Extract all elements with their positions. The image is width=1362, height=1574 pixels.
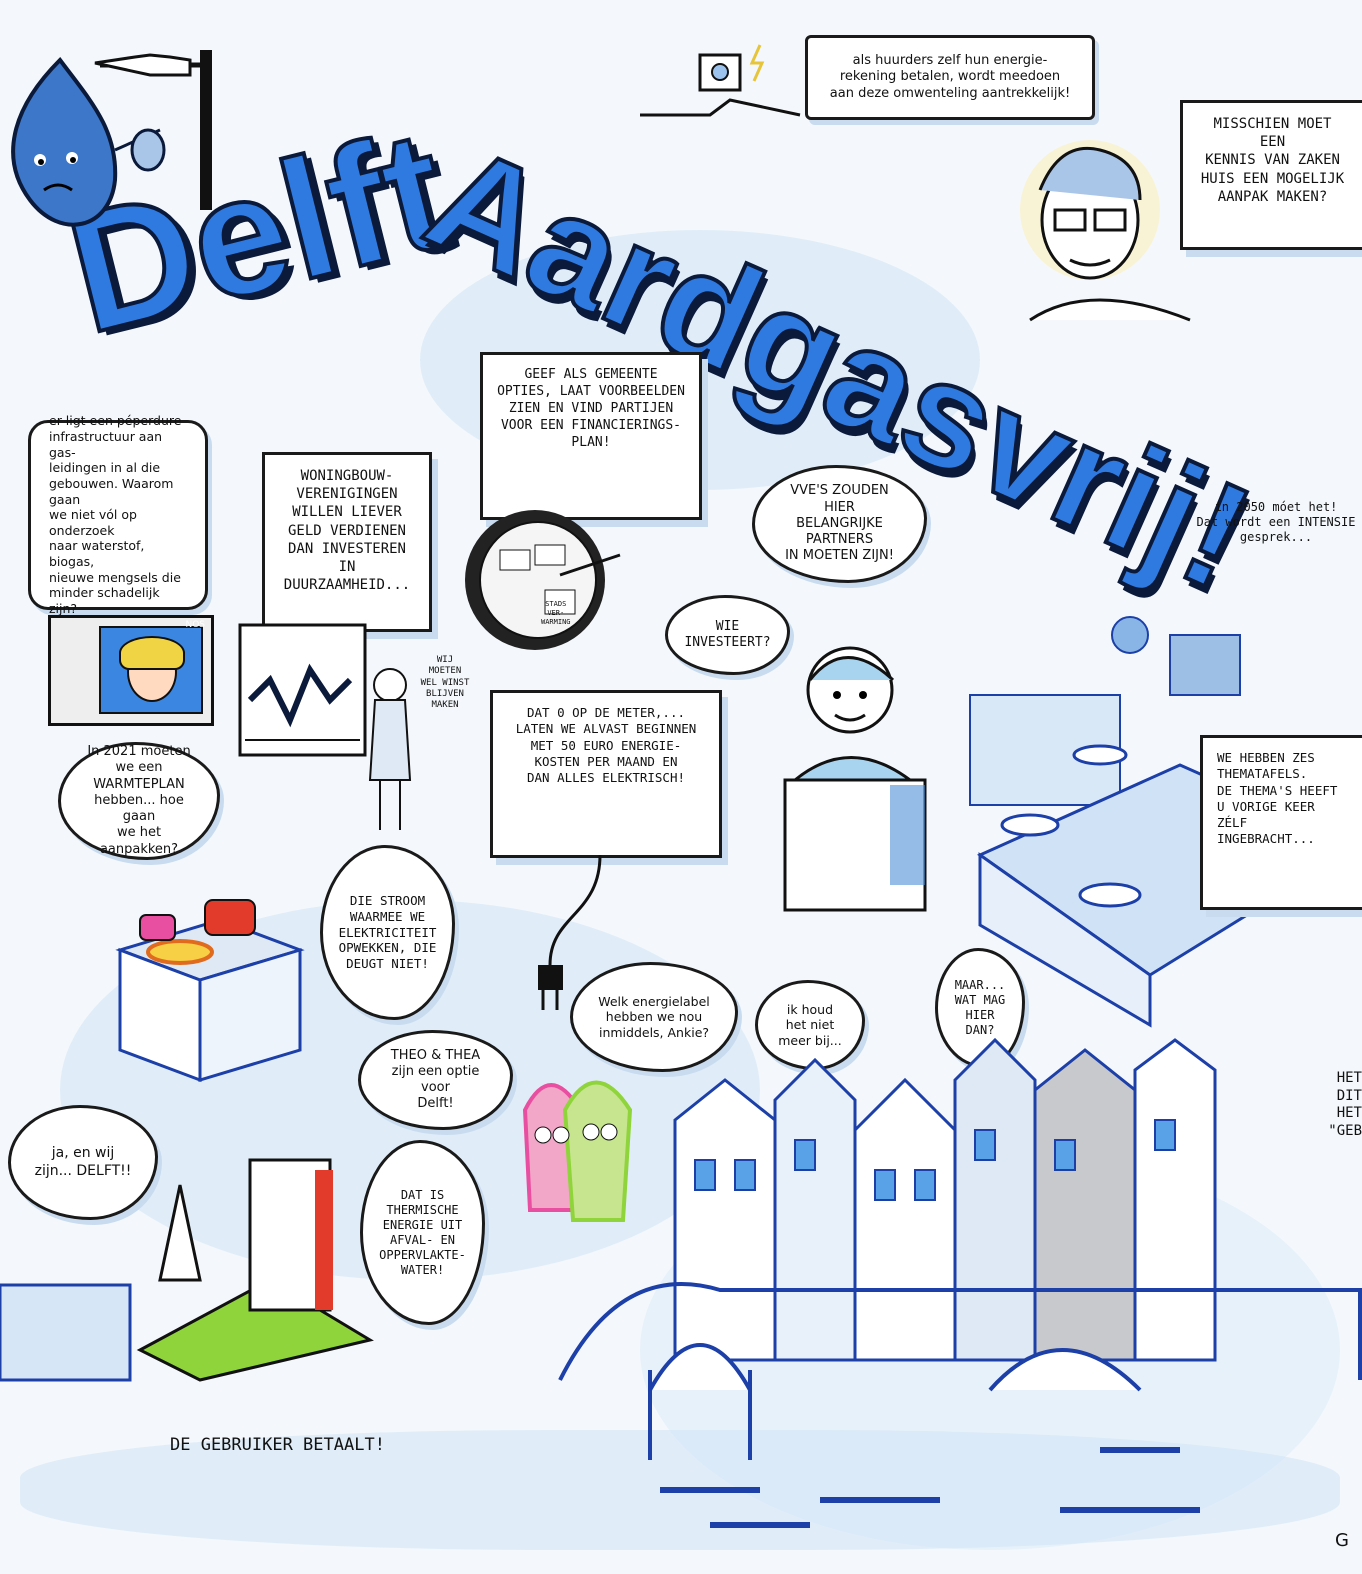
stove-icon bbox=[115, 899, 305, 1083]
bubble-thermische: DAT IS THERMISCHE ENERGIE UIT AFVAL- EN … bbox=[360, 1140, 485, 1325]
bubble-wie: WIE INVESTEERT? bbox=[665, 595, 790, 675]
man-character-icon bbox=[1020, 140, 1191, 322]
bubble-stroom: DIE STROOM WAARMEE WE ELEKTRICITEIT OPWE… bbox=[320, 845, 455, 1020]
dartboard-icon bbox=[465, 510, 621, 650]
box-gemeente: GEEF ALS GEMEENTE OPTIES, LAAT VOORBEELD… bbox=[480, 352, 702, 520]
bubble-theo: THEO & THEA zijn een optie voor Delft! bbox=[358, 1030, 513, 1130]
bubble-delft: ja, en wij zijn... DELFT!! bbox=[8, 1105, 158, 1220]
box-meter: DAT 0 OP DE METER,... LATEN WE ALVAST BE… bbox=[490, 690, 722, 858]
note-in2050: in 2050 móet het! Dat wordt een INTENSIE… bbox=[1196, 500, 1356, 544]
artist-signature: G bbox=[1335, 1530, 1349, 1551]
theo-thea-characters-icon bbox=[522, 1080, 633, 1222]
bridge-icon bbox=[558, 1282, 1362, 1528]
pointing-hand-icon bbox=[94, 53, 192, 77]
business-woman-icon bbox=[368, 668, 412, 830]
nos-label: NOS bbox=[185, 620, 205, 630]
bubble-infrastructuur: er ligt een péperdure infrastructuur aan… bbox=[28, 413, 208, 616]
tea-cup-icon bbox=[1078, 882, 1142, 908]
tea-cup-icon bbox=[1072, 744, 1128, 766]
plug-icon bbox=[640, 44, 801, 117]
note-winst: Wij MOETEN WEL WINST BLIJVEN MAKEN bbox=[420, 655, 470, 710]
presenter-hair bbox=[119, 636, 185, 670]
power-cord-icon bbox=[538, 854, 602, 1010]
tea-cup-icon bbox=[1000, 813, 1060, 837]
bubble-huurders: als huurders zelf hun energie- rekening … bbox=[805, 35, 1095, 120]
bubble-energielabel: Welk energielabel hebben we nou inmiddel… bbox=[570, 962, 738, 1072]
woman-at-counter-icon bbox=[783, 646, 927, 912]
box-thematafels: WE HEBBEN ZES THEMATAFELS. DE THEMA'S HE… bbox=[1200, 735, 1362, 910]
tv-screen bbox=[99, 626, 203, 714]
chart-board-illustration bbox=[238, 623, 367, 757]
label-stadsverwarming: STADS VER- WARMING bbox=[541, 600, 571, 626]
canal-houses-icon bbox=[673, 1037, 1217, 1362]
bubble-vves: VVE'S ZOUDEN HIER BELANGRIJKE PARTNERS I… bbox=[752, 465, 927, 583]
box-misschien: MISSCHIEN MOET EEN KENNIS VAN ZAKEN HUIS… bbox=[1180, 100, 1362, 250]
tv-news-illustration: NOS bbox=[48, 615, 214, 726]
bubble-het-partial: HET DIT HET "GEB bbox=[1328, 1070, 1362, 1139]
label-gebruiker: DE GEBRUIKER BETAALT! bbox=[170, 1435, 385, 1455]
bubble-warmteplan: In 2021 moeten we een WARMTEPLAN hebben.… bbox=[58, 742, 220, 860]
tu-delft-library-illustration bbox=[0, 1158, 374, 1382]
box-woningbouw: WONINGBOUW- VERENIGINGEN WILLEN LIEVER G… bbox=[262, 452, 432, 632]
